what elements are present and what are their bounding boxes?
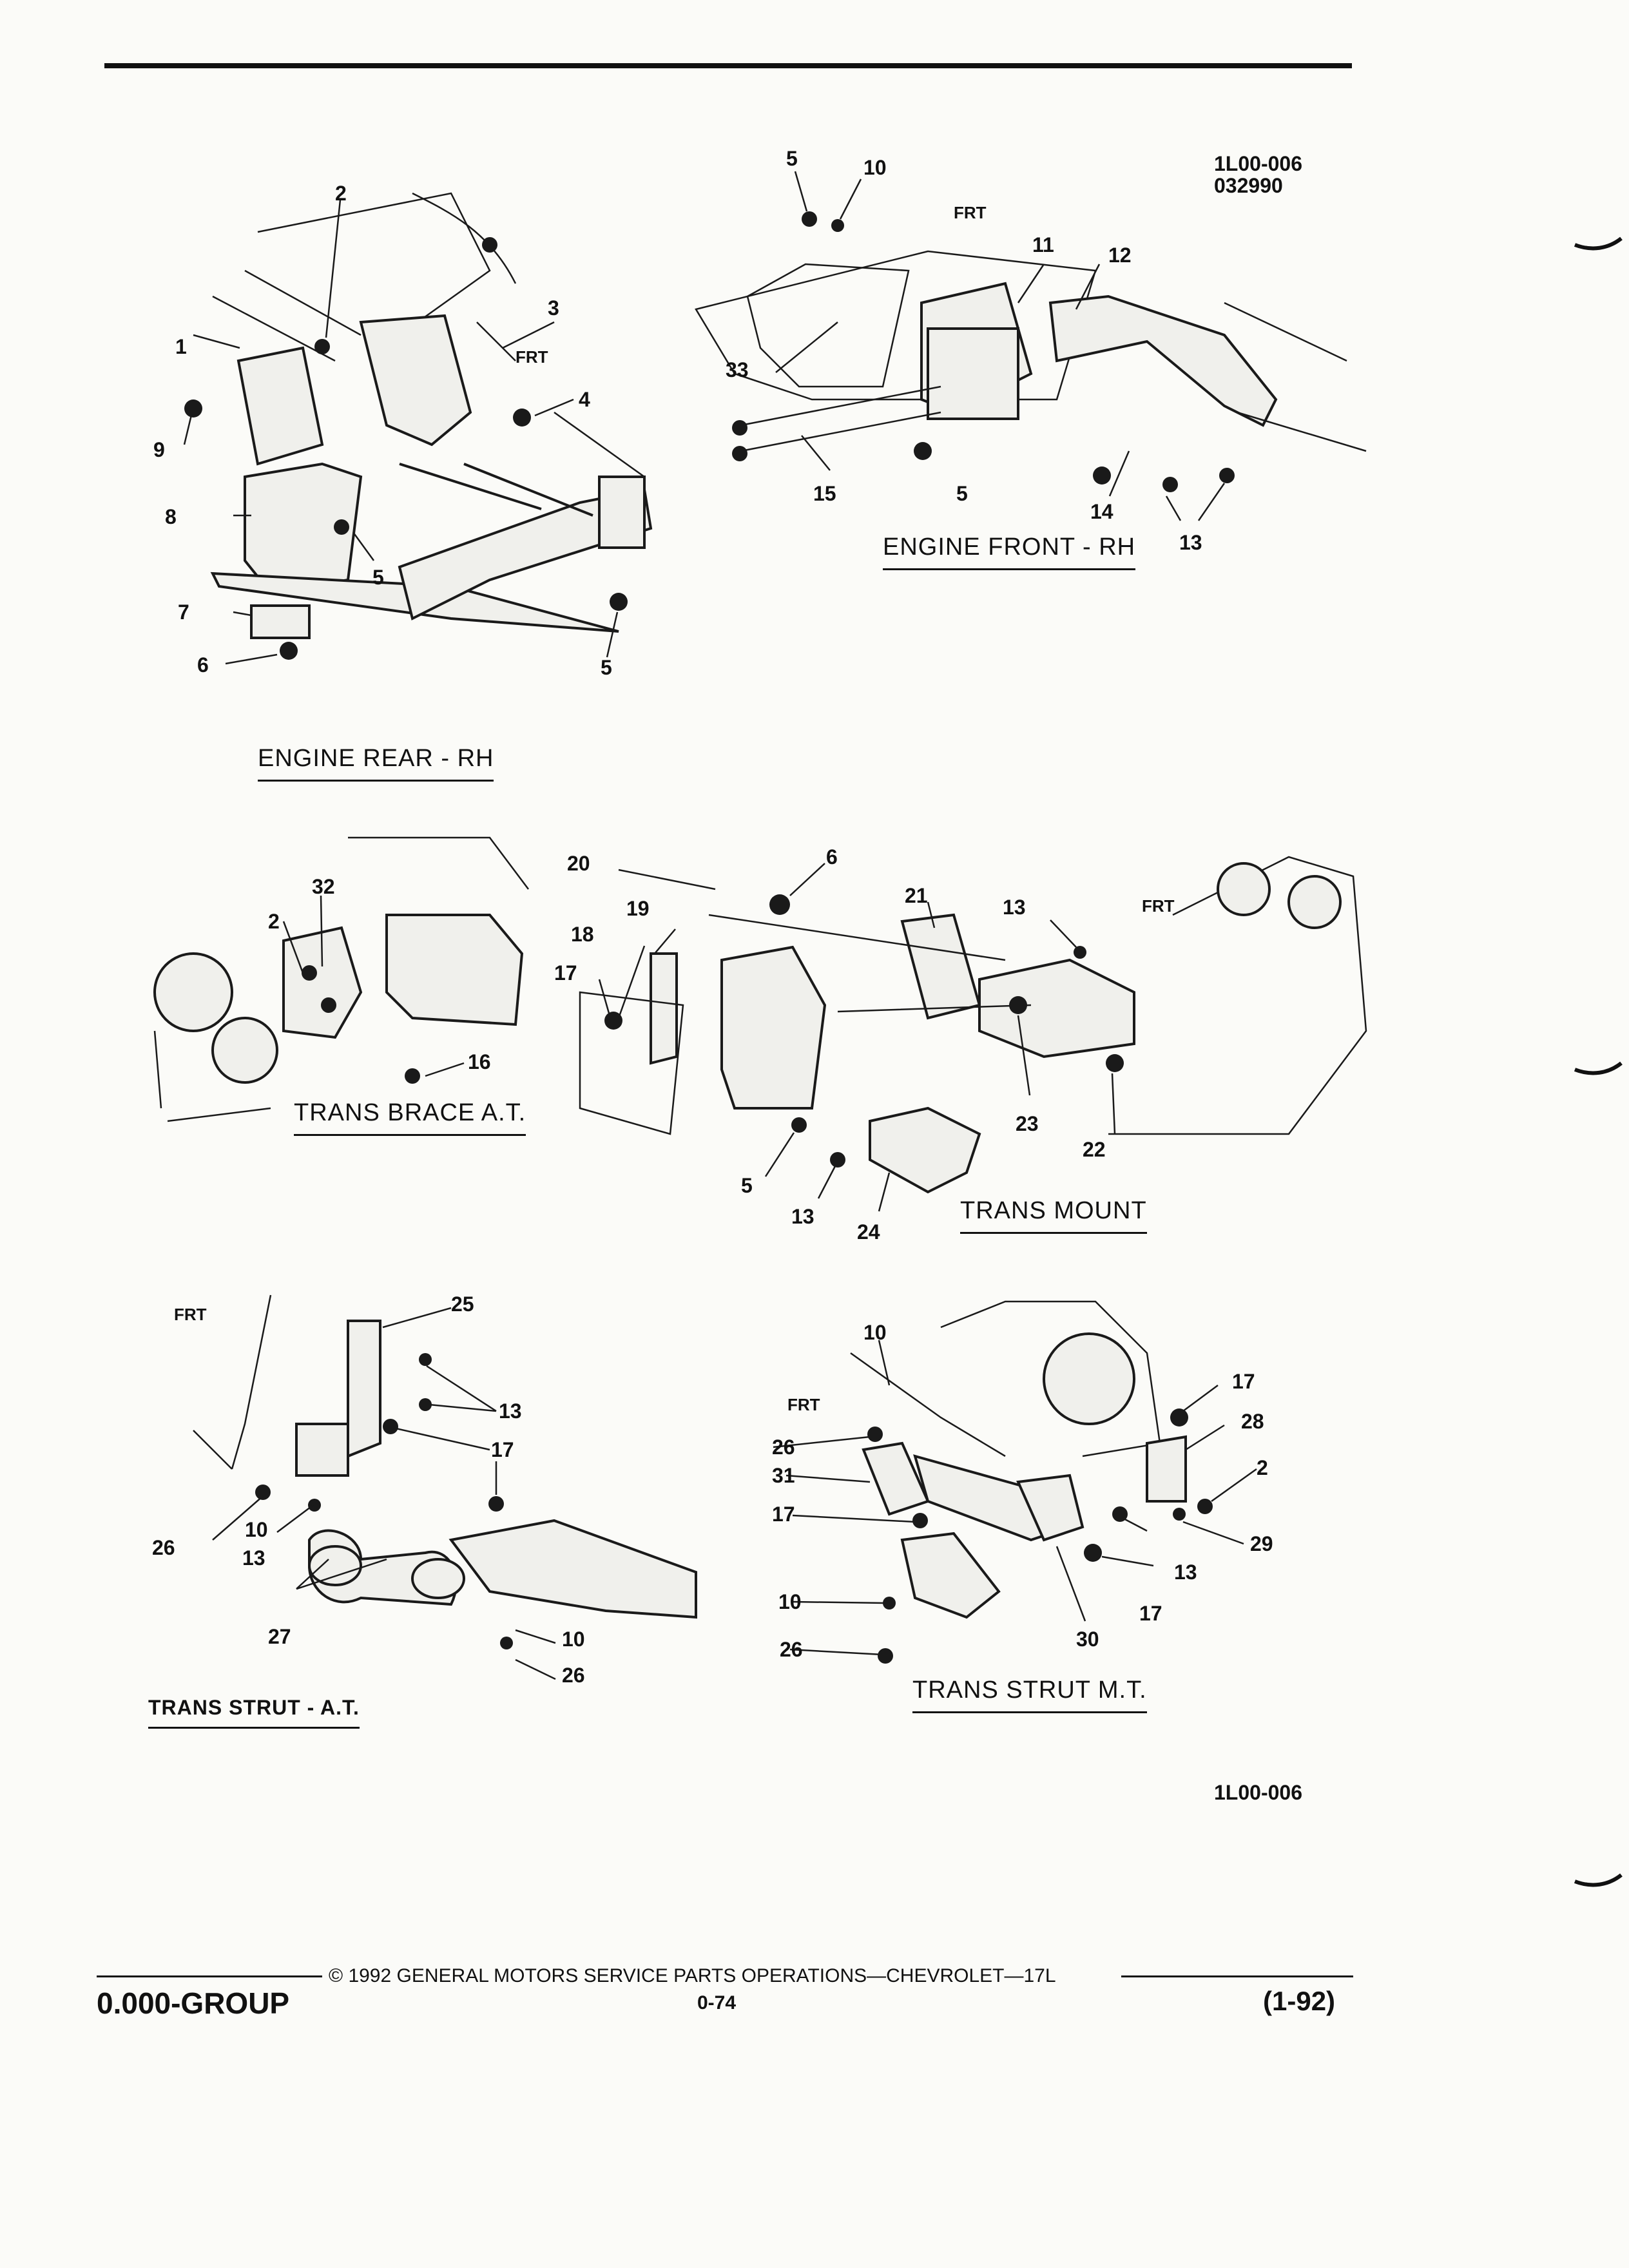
engine-rear-rh-illustration xyxy=(183,192,653,665)
callout: 19 xyxy=(626,897,650,920)
callout: 5 xyxy=(741,1174,753,1197)
callout: 6 xyxy=(197,653,209,677)
callout: 12 xyxy=(1108,244,1132,267)
callout: 25 xyxy=(451,1293,474,1316)
callout: 33 xyxy=(726,358,749,381)
trans-strut-at-illustration xyxy=(193,1294,697,1680)
callout: 14 xyxy=(1090,500,1113,523)
callout: 29 xyxy=(1250,1532,1273,1555)
binding-mark xyxy=(1574,236,1623,251)
callout: 10 xyxy=(863,1321,887,1344)
frt-arrow-label: FRT xyxy=(954,203,987,222)
callout: 30 xyxy=(1076,1628,1099,1651)
footer-page-number: 0-74 xyxy=(697,1992,737,2013)
callout: 31 xyxy=(772,1464,795,1487)
callout: 8 xyxy=(165,505,177,528)
callout: 1 xyxy=(175,335,187,358)
caption-trans-strut-at: TRANS STRUT - A.T. xyxy=(148,1696,360,1729)
callout: 10 xyxy=(245,1518,268,1541)
caption-trans-brace-at: TRANS BRACE A.T. xyxy=(294,1099,526,1136)
callout: 17 xyxy=(1232,1370,1255,1393)
caption-trans-strut-mt: TRANS STRUT M.T. xyxy=(912,1677,1147,1713)
callout: 2 xyxy=(1257,1456,1268,1479)
callout: 28 xyxy=(1241,1410,1264,1433)
callout: 5 xyxy=(786,147,798,170)
callout: 21 xyxy=(905,884,928,907)
callout: 27 xyxy=(268,1625,291,1648)
trans-strut-mt-illustration xyxy=(773,1300,1257,1664)
callout: 13 xyxy=(1003,896,1026,919)
footer-date: (1-92) xyxy=(1263,1986,1336,2016)
frt-arrow-label: FRT xyxy=(174,1305,207,1324)
callout: 17 xyxy=(491,1438,514,1461)
callout: 13 xyxy=(791,1205,815,1228)
callout: 10 xyxy=(863,156,887,179)
callout: 17 xyxy=(772,1503,795,1526)
callout: 13 xyxy=(242,1546,265,1570)
footer-group: 0.000-GROUP xyxy=(97,1986,290,2020)
callout: 10 xyxy=(562,1628,585,1651)
figure-id: 1L00-006 xyxy=(1214,152,1302,175)
figure-id-bottom: 1L00-006 xyxy=(1214,1781,1302,1804)
callout: 15 xyxy=(813,482,836,505)
callout: 10 xyxy=(778,1590,802,1613)
callout: 18 xyxy=(571,923,594,946)
callout: 13 xyxy=(499,1399,522,1423)
binding-mark xyxy=(1574,1061,1623,1075)
callout: 22 xyxy=(1083,1138,1106,1161)
callout: 11 xyxy=(1032,233,1054,256)
callout: 17 xyxy=(554,961,577,985)
caption-trans-mount: TRANS MOUNT xyxy=(960,1197,1147,1234)
callout: 9 xyxy=(153,438,165,461)
frt-arrow-label: FRT xyxy=(516,347,548,367)
callout: 16 xyxy=(468,1050,491,1073)
callout: 5 xyxy=(372,566,384,589)
figure-code: 032990 xyxy=(1214,174,1283,197)
callout: 5 xyxy=(956,482,968,505)
callout: 26 xyxy=(772,1436,795,1459)
frt-arrow-label: FRT xyxy=(1142,896,1175,916)
callout: 17 xyxy=(1139,1602,1162,1625)
callout: 4 xyxy=(579,388,590,411)
binding-mark xyxy=(1574,1873,1623,1887)
footer-rule-left xyxy=(97,1975,322,1977)
callout: 7 xyxy=(178,601,189,624)
callout: 13 xyxy=(1174,1561,1197,1584)
engine-front-rh-illustration xyxy=(695,171,1367,521)
footer-copyright: © 1992 GENERAL MOTORS SERVICE PARTS OPER… xyxy=(329,1965,1056,1986)
callout: 5 xyxy=(601,656,612,679)
caption-engine-front-rh: ENGINE FRONT - RH xyxy=(883,533,1136,570)
callout: 6 xyxy=(826,845,838,869)
callout: 26 xyxy=(780,1638,803,1661)
footer-rule-right xyxy=(1121,1975,1353,1977)
trans-mount-illustration xyxy=(579,856,1367,1212)
trans-brace-at-illustration xyxy=(153,836,529,1122)
top-rule xyxy=(104,63,1352,68)
callout: 23 xyxy=(1016,1112,1039,1135)
callout: 20 xyxy=(567,852,590,875)
callout: 24 xyxy=(857,1220,880,1244)
callout: 13 xyxy=(1179,531,1202,554)
caption-engine-rear-rh: ENGINE REAR - RH xyxy=(258,745,494,782)
callout: 3 xyxy=(548,296,559,320)
callout: 26 xyxy=(152,1536,175,1559)
callout: 32 xyxy=(312,875,335,898)
callout: 2 xyxy=(335,182,347,205)
callout: 26 xyxy=(562,1664,585,1687)
callout: 2 xyxy=(268,910,280,933)
frt-arrow-label: FRT xyxy=(787,1395,820,1414)
